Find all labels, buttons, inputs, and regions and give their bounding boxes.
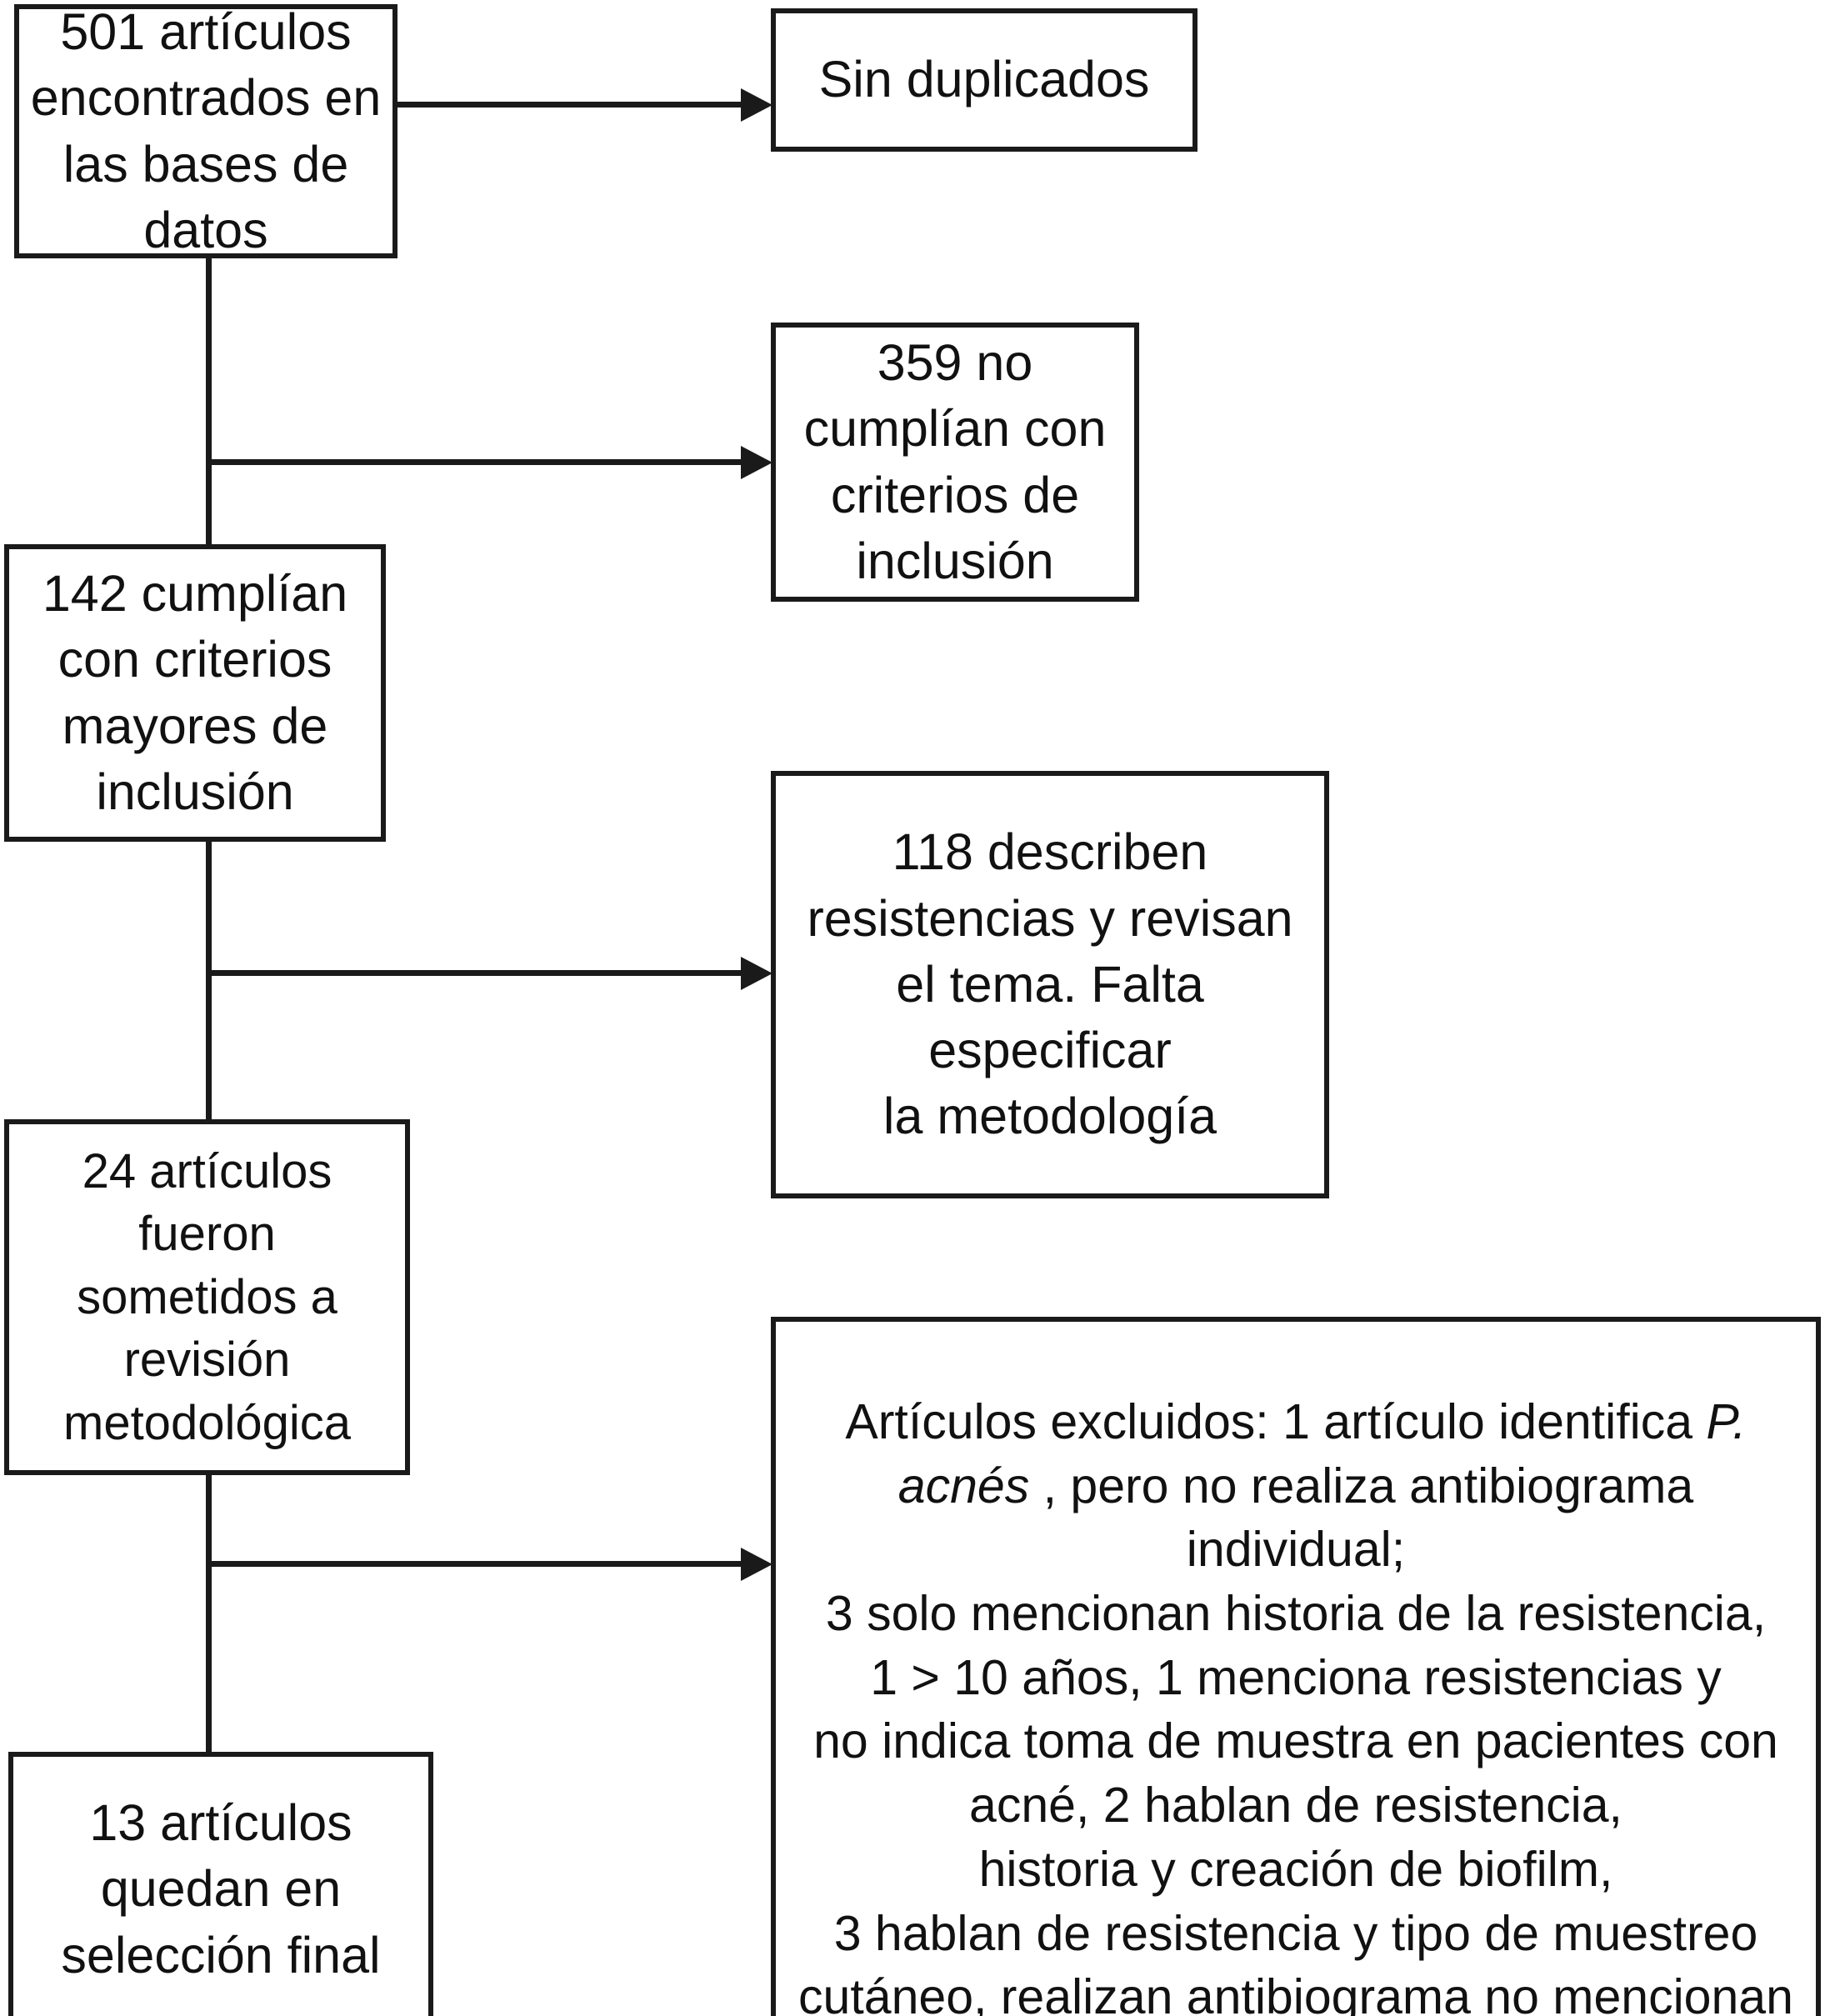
connector-criteria-to-method	[206, 838, 212, 1122]
connector-found-to-criteria	[206, 255, 212, 547]
node-articles-found: 501 artículos encontrados en las bases d…	[14, 3, 398, 258]
arrow-criteria-to-describe-head	[741, 957, 772, 990]
node-methodological-review-label: 24 artículos fueron sometidos a revisión…	[63, 1144, 351, 1450]
arrow-found-to-duplicates-head	[741, 88, 772, 122]
node-excluded-articles: Artículos excluidos: 1 artículo identifi…	[771, 1317, 1821, 2016]
excluded-line2-post: , pero no realiza antibiograma individua…	[1029, 1458, 1694, 1578]
arrow-found-to-duplicates-line	[394, 102, 744, 108]
node-no-duplicates: Sin duplicados	[771, 8, 1198, 152]
node-did-not-meet-criteria-label: 359 no cumplían con criterios de inclusi…	[803, 333, 1107, 589]
arrow-method-to-excluded-head	[741, 1548, 772, 1581]
excluded-line2-italic: acnés	[898, 1458, 1030, 1513]
excluded-line1-pre: Artículos excluidos: 1 artículo identifi…	[845, 1394, 1707, 1449]
node-met-major-criteria-label: 142 cumplían con criterios mayores de in…	[42, 564, 348, 820]
node-no-duplicates-label: Sin duplicados	[818, 51, 1150, 108]
arrow-found-to-nocriteria-head	[741, 446, 772, 479]
node-final-selection: 13 artículos quedan en selección final	[8, 1752, 433, 2016]
arrow-method-to-excluded-line	[206, 1561, 744, 1567]
node-describe-resistances: 118 describen resistencias y revisan el …	[771, 771, 1329, 1198]
node-articles-found-label: 501 artículos encontrados en las bases d…	[30, 3, 382, 258]
node-excluded-articles-label: Artículos excluidos: 1 artículo identifi…	[784, 1390, 1808, 2016]
excluded-line1-italic: P.	[1706, 1394, 1747, 1449]
arrow-criteria-to-describe-line	[206, 970, 744, 976]
node-methodological-review: 24 artículos fueron sometidos a revisión…	[4, 1119, 410, 1475]
node-met-major-criteria: 142 cumplían con criterios mayores de in…	[4, 544, 386, 842]
connector-method-to-final	[206, 1472, 212, 1755]
excluded-rest: 3 solo mencionan historia de la resisten…	[798, 1586, 1793, 2016]
arrow-found-to-nocriteria-line	[206, 459, 744, 465]
node-describe-resistances-label: 118 describen resistencias y revisan el …	[807, 823, 1293, 1145]
node-did-not-meet-criteria: 359 no cumplían con criterios de inclusi…	[771, 323, 1139, 602]
node-final-selection-label: 13 artículos quedan en selección final	[61, 1794, 381, 1983]
